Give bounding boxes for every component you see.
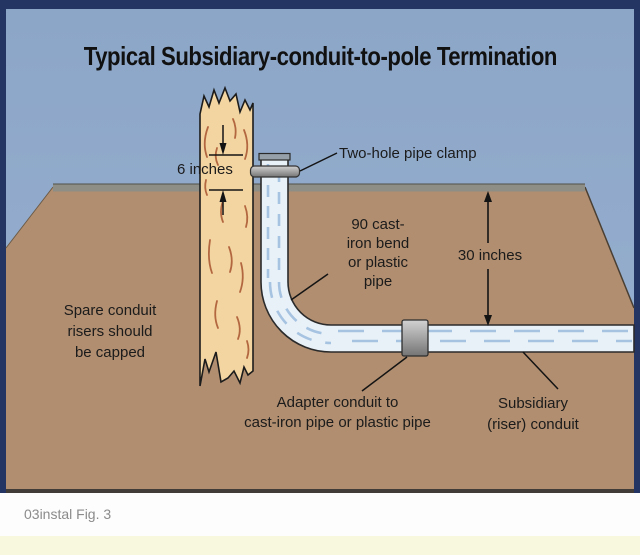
figure-title: Typical Subsidiary-conduit-to-pole Termi… [83, 41, 557, 71]
termination-diagram [0, 0, 640, 493]
leader-lines [290, 152, 559, 392]
adapter-coupling [401, 319, 429, 357]
diagram-bottom-edge [6, 489, 634, 493]
ground-right-slope-edge [584, 186, 635, 309]
grade-surface-strip [53, 184, 585, 192]
label-two-hole-pipe-clamp: Two-hole pipe clamp [339, 145, 477, 162]
leader-bend [290, 273, 329, 301]
label-subsidiary-conduit: Subsidiary (riser) conduit [487, 395, 579, 433]
ground-left-slope-edge [5, 186, 54, 249]
figure-caption: 03instal Fig. 3 [24, 506, 112, 522]
footer-cream-strip [0, 536, 640, 555]
leader-pipe-clamp [299, 152, 338, 172]
wooden-pole [199, 85, 254, 387]
label-30-inches: 30 inches [457, 247, 523, 264]
leader-adapter [361, 356, 408, 392]
riser-pipe-cap [258, 152, 291, 161]
label-90-cast-iron-bend: 90 cast- iron bend or plastic pipe [346, 216, 410, 290]
pipe-highlight-dashes [266, 164, 632, 345]
label-spare-conduit: Spare conduit risers should be capped [63, 302, 157, 361]
footer-white-strip [0, 493, 640, 536]
dimension-arrow-6in [209, 125, 243, 215]
dimension-arrow-30in [484, 191, 492, 326]
pipe-clamp [249, 165, 301, 178]
leader-subsidiary [522, 351, 559, 390]
figure-title-row: Typical Subsidiary-conduit-to-pole Termi… [0, 42, 640, 71]
label-adapter-conduit: Adapter conduit to cast-iron pipe or pla… [244, 394, 431, 431]
label-6-inches: 6 inches [177, 161, 233, 178]
